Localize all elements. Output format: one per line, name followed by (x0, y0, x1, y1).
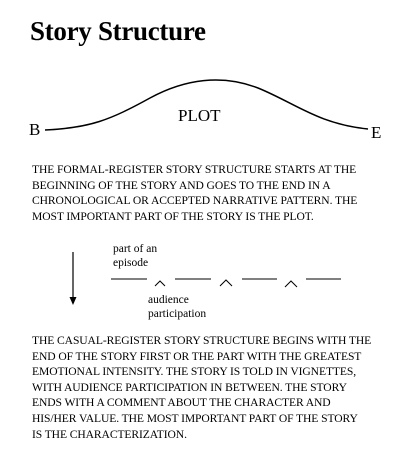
text-line: THE FORMAL-REGISTER STORY STRUCTURE STAR… (32, 163, 357, 176)
text-line: WITH AUDIENCE PARTICIPATION IN BETWEEN. … (32, 380, 347, 394)
episode-label-line: episode (113, 257, 149, 269)
text-line: IS THE CHARACTERIZATION. (32, 427, 187, 441)
text-line: ENDS WITH A COMMENT ABOUT THE CHARACTER … (32, 396, 331, 410)
text-line: HIS/HER VALUE. THE MOST IMPORTANT PART O… (32, 411, 358, 425)
text-line: CHRONOLOGICAL OR ACCEPTED NARRATIVE PATT… (32, 194, 358, 208)
text-line: EMOTIONAL INTENSITY. THE STORY IS TOLD I… (32, 365, 357, 379)
start-label-b: B (29, 120, 40, 139)
participation-label-line: audience (148, 294, 189, 306)
text-line: END OF THE STORY FIRST OR THE PART WITH … (32, 349, 362, 363)
text-line: BEGINNING OF THE STORY AND GOES TO THE E… (32, 178, 331, 192)
participation-label-line: participation (148, 308, 207, 320)
participation-caret (154, 280, 166, 287)
text-line: THE CASUAL-REGISTER STORY STRUCTURE BEGI… (32, 334, 372, 347)
flow-arrow-head (69, 297, 77, 305)
episode-label-line: part of an (113, 243, 158, 255)
participation-caret (219, 279, 233, 287)
participation-caret (284, 280, 298, 288)
plot-arc-curve (44, 79, 369, 131)
casual-register-description: THE CASUAL-REGISTER STORY STRUCTURE BEGI… (32, 333, 371, 442)
episode-label: part of an episode (113, 242, 157, 270)
text-line: MOST IMPORTANT PART OF THE STORY IS THE … (32, 209, 314, 223)
participation-label: audience participation (148, 293, 206, 321)
plot-label: PLOT (178, 106, 221, 125)
page-title: Story Structure (30, 16, 206, 46)
end-label-e: E (371, 123, 381, 142)
formal-register-description: THE FORMAL-REGISTER STORY STRUCTURE STAR… (32, 162, 357, 224)
